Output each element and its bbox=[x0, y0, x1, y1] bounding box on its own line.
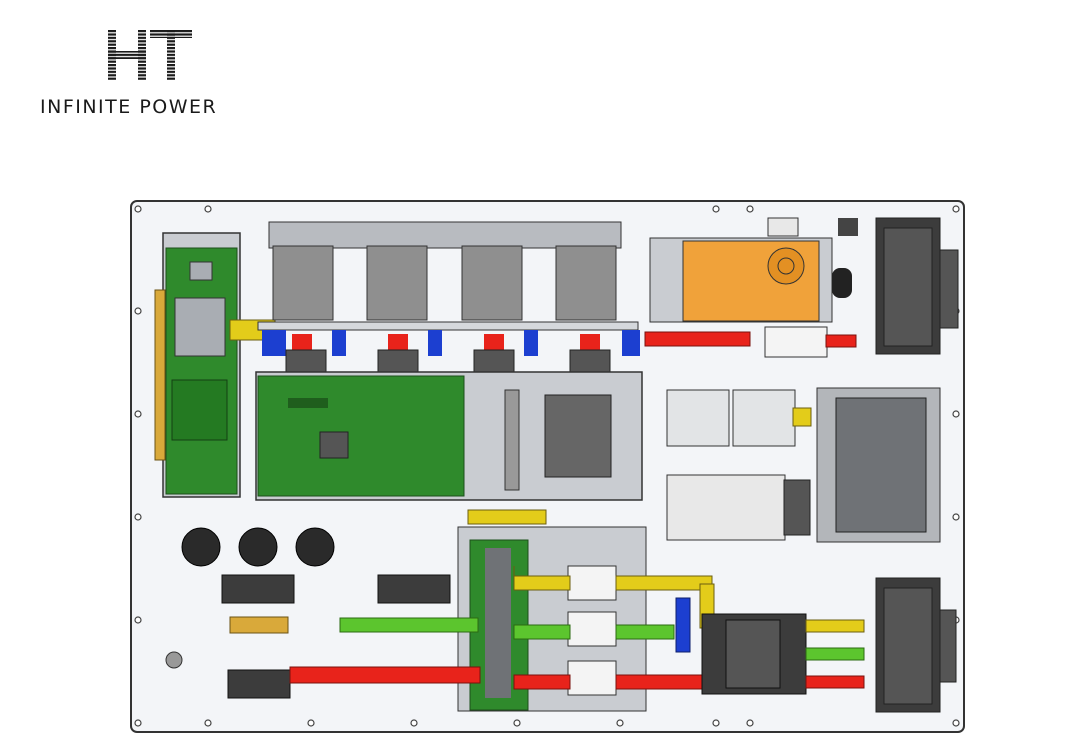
rotary-switches bbox=[181, 527, 335, 567]
output-busbars bbox=[289, 566, 715, 690]
ht-logo-mark bbox=[108, 30, 192, 80]
brand-logo: INFINITE POWER bbox=[40, 30, 265, 120]
transformer-top-right bbox=[875, 217, 959, 355]
terminal-blocks bbox=[221, 574, 451, 699]
inductor-middle-right bbox=[816, 387, 941, 543]
capacitor-bank bbox=[257, 221, 639, 331]
transformer-bottom-right bbox=[875, 577, 957, 713]
output-transformer bbox=[701, 613, 865, 695]
dc-busbar-top bbox=[644, 217, 858, 358]
ground-nut bbox=[165, 651, 183, 669]
main-control-pcb bbox=[255, 371, 643, 501]
brand-tagline: INFINITE POWER bbox=[40, 96, 218, 118]
circuit-breakers bbox=[666, 389, 812, 541]
auxiliary-power-supply bbox=[649, 237, 852, 323]
mounting-holes bbox=[134, 205, 960, 727]
control-pcb-left bbox=[154, 232, 276, 498]
